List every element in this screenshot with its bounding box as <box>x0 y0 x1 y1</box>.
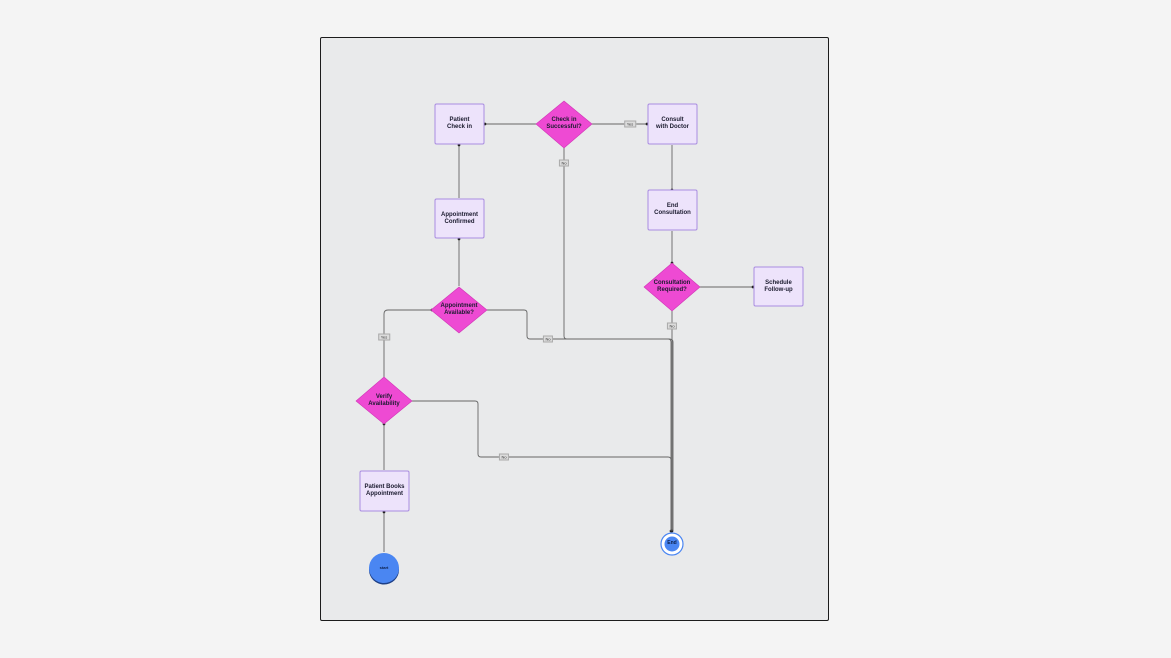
diamond-consultation-required[interactable] <box>643 262 701 312</box>
diamond-check-in-successful[interactable] <box>535 100 593 149</box>
edge-verify-to-available <box>383 308 434 377</box>
edge-label-no-required: No <box>666 322 678 330</box>
box-schedule-follow-up[interactable] <box>753 266 804 307</box>
edge-label-no-available: No <box>542 335 554 343</box>
edge-available-to-end <box>487 309 674 531</box>
edge-label-yes-consult: Yes <box>624 120 636 128</box>
box-end-consultation[interactable] <box>647 189 698 231</box>
box-appointment-confirmed[interactable] <box>434 198 485 239</box>
edge-label-yes-verify: Yes <box>378 333 390 341</box>
box-consult-with-doctor[interactable] <box>647 103 698 145</box>
diamond-appointment-available[interactable] <box>430 286 488 334</box>
start-node[interactable] <box>369 553 399 583</box>
box-patient-books-appointment[interactable] <box>359 470 410 512</box>
box-patient-check-in[interactable] <box>434 103 485 145</box>
edge-verify-to-end <box>411 400 672 531</box>
edge-label-no-checkin: No <box>558 159 570 167</box>
edge-label-no-verify: No <box>498 453 510 461</box>
end-node-core <box>664 536 680 552</box>
diamond-verify-availability[interactable] <box>355 376 413 425</box>
